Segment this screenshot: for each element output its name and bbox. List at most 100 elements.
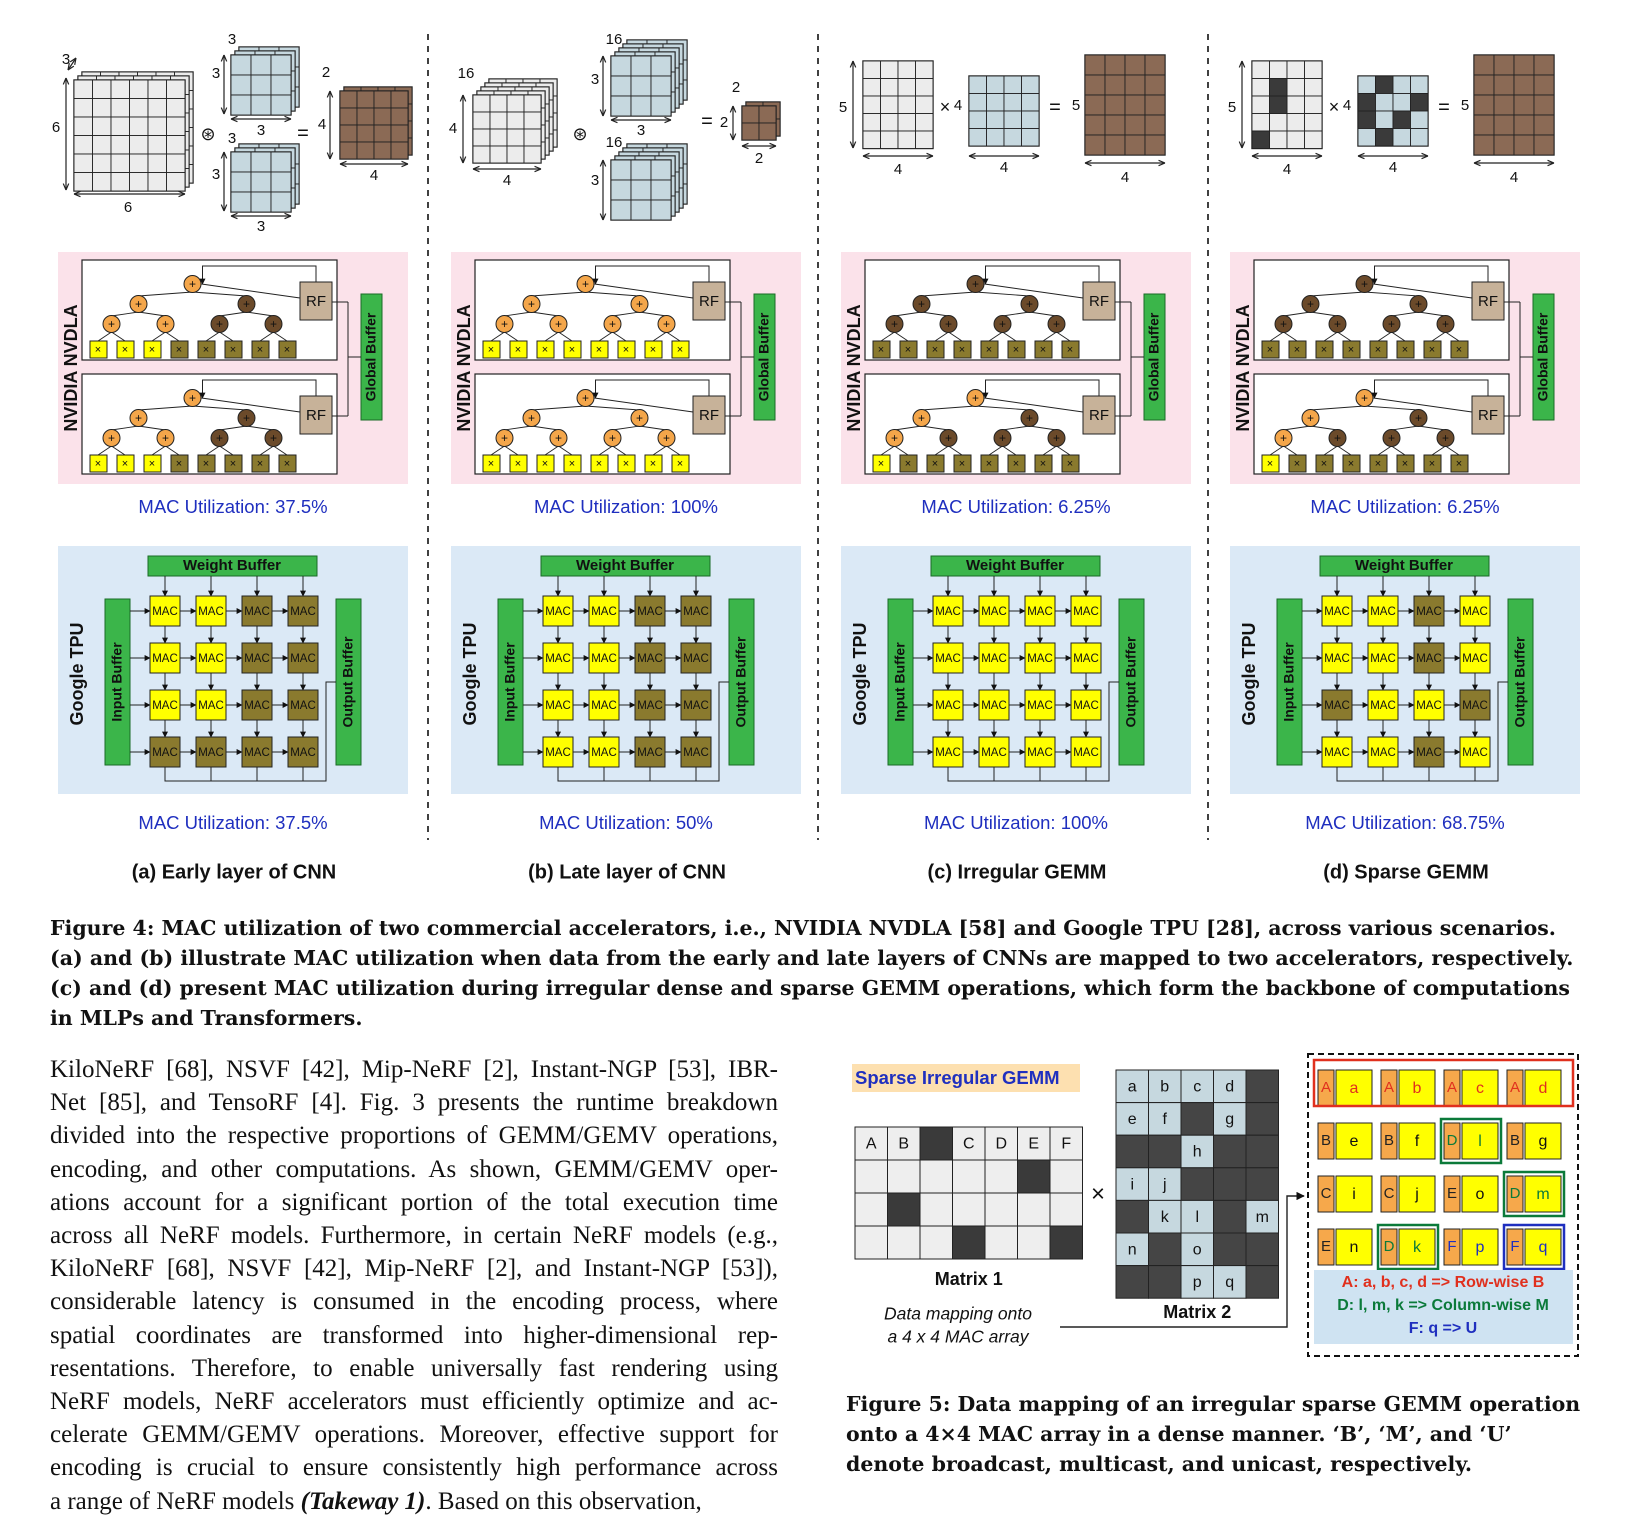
- matrix-cell: [650, 159, 672, 181]
- tree-edge: [585, 291, 640, 297]
- tree-edge: [894, 331, 909, 342]
- tree-edge: [1391, 331, 1406, 342]
- tree-edge: [1445, 331, 1460, 342]
- adder-icon: +: [1361, 391, 1368, 405]
- matrix-cell: [915, 78, 934, 97]
- tree-edge: [111, 311, 139, 317]
- adder-icon: +: [609, 317, 616, 331]
- register-file-label: RF: [1089, 407, 1109, 424]
- multiplier-idle: [1396, 340, 1415, 359]
- multiplier-icon: ×: [650, 344, 656, 356]
- tree-edge: [1323, 445, 1338, 456]
- matrix-cell: [339, 107, 358, 126]
- matrix-cell: [270, 191, 292, 213]
- mac-unit-value: a: [1350, 1080, 1359, 1097]
- dimension-label: 3: [228, 130, 236, 147]
- matrix1-zero-cell: [919, 1126, 953, 1161]
- mac-unit-active: [978, 736, 1010, 768]
- mac-unit-value: p: [1476, 1239, 1485, 1256]
- adder-idle: [993, 429, 1012, 447]
- tree-edge: [504, 425, 532, 431]
- dimension-label: 4: [503, 172, 511, 189]
- dimension-label: 4: [954, 97, 962, 114]
- mac-unit-label: MAC: [981, 606, 1007, 618]
- feedback-path: [592, 379, 710, 399]
- matrix1-zero-cell: [1049, 1225, 1083, 1260]
- sparse-zero-cell: [1251, 130, 1270, 149]
- tree-edge: [1310, 311, 1338, 317]
- matrix1-cell: [952, 1159, 986, 1194]
- arrow-head: [326, 90, 334, 98]
- dimension-arrow: 5: [1228, 60, 1246, 149]
- matrix-cell: [1473, 114, 1495, 136]
- tree-to-rf: [984, 283, 1084, 299]
- tree-edge: [138, 311, 166, 317]
- mac-unit-active: [542, 595, 574, 627]
- multiplier-icon: ×: [1067, 344, 1073, 356]
- dimension-label: 4: [894, 161, 902, 178]
- matrix-cell: [250, 191, 272, 213]
- dimension-arrow: 5: [839, 60, 857, 149]
- adder-active: [522, 409, 541, 427]
- matrix2-cell: [1213, 1265, 1247, 1299]
- mac-unit-active: [588, 595, 620, 627]
- input-buffer: [1276, 598, 1303, 766]
- tree-edge: [666, 445, 681, 456]
- mac-unit-label: MAC: [1324, 747, 1350, 759]
- body-line: encoding is crucial to ensure consistent…: [50, 1454, 778, 1482]
- dimension-arrow: 3: [591, 55, 607, 117]
- matrix2-zero-cell: [1245, 1265, 1279, 1299]
- tree-to-rf: [594, 397, 694, 413]
- mac-input-tag-label: A: [1321, 1079, 1331, 1096]
- matrix-cell: [390, 107, 409, 126]
- matrix2-zero-cell: [1180, 1167, 1214, 1201]
- tree-edge: [1269, 445, 1284, 456]
- equals-symbol: =: [297, 122, 309, 144]
- mapping-note: a 4 x 4 MAC array: [887, 1327, 1029, 1347]
- mac-input-tag: [1443, 1228, 1461, 1266]
- legend-row-wise: A: a, b, c, d => Row-wise B: [1342, 1274, 1545, 1291]
- matrix1-cell: [887, 1159, 921, 1194]
- tree-edge: [531, 405, 586, 411]
- dimension-label: 3: [212, 65, 220, 82]
- mac-unit-active: [1070, 736, 1102, 768]
- matrix1-cell: [1049, 1192, 1083, 1227]
- multiplier-icon: ×: [1040, 344, 1046, 356]
- matrix-cell: [523, 111, 542, 130]
- tree-edge: [97, 331, 112, 342]
- matrix-cell: [390, 90, 409, 109]
- matrix2-cell: [1180, 1199, 1214, 1234]
- multiplier-icon: ×: [677, 458, 683, 470]
- weight-buffer: [1319, 555, 1490, 577]
- tree-edge: [138, 425, 166, 431]
- matrix-cell: [1021, 128, 1040, 147]
- input-buffer-label: Input Buffer: [502, 642, 518, 722]
- convolution-symbol: ⊛: [572, 124, 587, 144]
- equals-symbol: =: [1438, 96, 1450, 118]
- matrix-cell: [339, 90, 358, 109]
- matrix-cell: [650, 75, 672, 97]
- multiplier-idle: [1288, 340, 1307, 359]
- matrix-cell: [1375, 93, 1394, 112]
- matrix-cell: [1269, 130, 1288, 149]
- body-line: considerable latency is consumed in the …: [50, 1288, 778, 1316]
- multiplier-icon: ×: [905, 344, 911, 356]
- matrix-cell: [1003, 110, 1022, 129]
- matrix1-cell: [854, 1159, 888, 1194]
- adder-idle: [939, 315, 958, 333]
- input-buffer: [104, 598, 131, 766]
- multiplier-icon: ×: [257, 458, 263, 470]
- matrix-cell: [166, 135, 186, 155]
- adder-idle: [1436, 429, 1455, 447]
- mac-input-tag-label: B: [1321, 1132, 1331, 1149]
- matrix-cell: [523, 94, 542, 113]
- mac-unit-active: [542, 736, 574, 768]
- matrix-cell: [147, 172, 167, 192]
- tree-edge: [273, 331, 288, 342]
- mac-unit-label: MAC: [1073, 653, 1099, 665]
- mac-unit-label: MAC: [591, 653, 617, 665]
- adder-active: [912, 409, 931, 427]
- arrow-head: [729, 133, 737, 141]
- register-file-label: RF: [1478, 293, 1498, 310]
- adder-idle: [1020, 295, 1039, 313]
